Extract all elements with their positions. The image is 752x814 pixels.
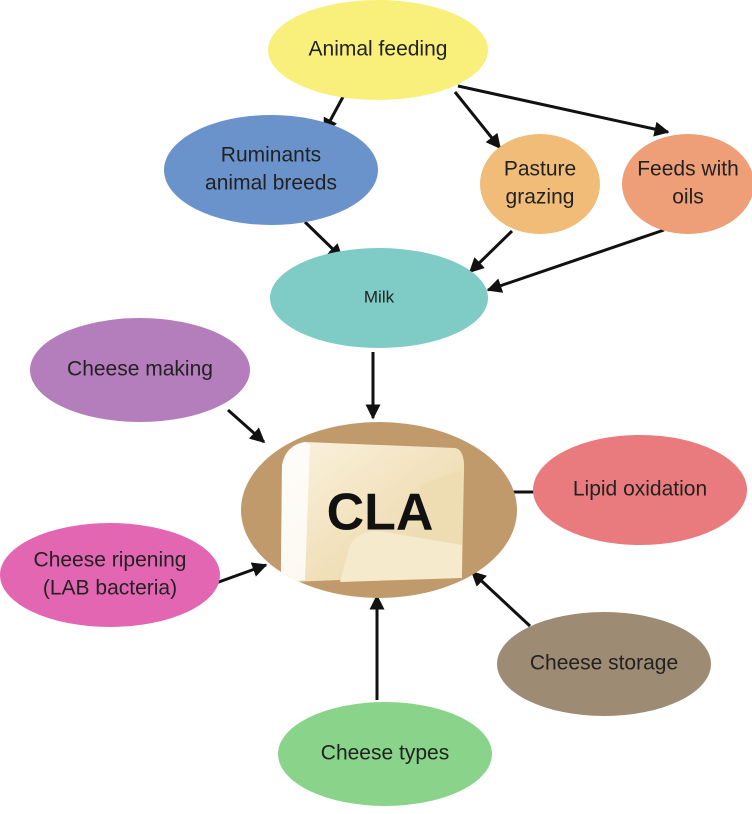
cheese-block-left-face <box>280 442 310 582</box>
ruminants-label: Ruminants <box>221 144 321 167</box>
ruminants-label: animal breeds <box>205 172 337 195</box>
cheese-types-ellipse <box>278 702 492 806</box>
ruminants-ellipse <box>164 115 378 225</box>
cheese-storage-ellipse <box>497 612 711 716</box>
cheese-ripening-label: (LAB bacteria) <box>43 577 177 600</box>
edges-layer <box>215 84 670 700</box>
arrow-animal-feeding-to-pasture <box>453 91 502 150</box>
cheese-ripening-label: Cheese ripening <box>34 549 187 572</box>
cheese-making-label: Cheese making <box>67 358 213 381</box>
arrow-cheese-ripening-to-cla <box>215 562 268 585</box>
arrow-feeds-oils-to-milk <box>486 228 665 293</box>
cla-label: CLA <box>327 484 434 542</box>
pasture-ellipse <box>480 134 600 234</box>
feeds-oils-label: Feeds with <box>637 158 739 181</box>
cheese-types-label: Cheese types <box>321 742 449 765</box>
node-animal-feeding: Animal feeding <box>268 0 488 100</box>
animal-feeding-label: Animal feeding <box>309 38 448 61</box>
cheese-making-ellipse <box>30 318 250 422</box>
feeds-oils-ellipse <box>622 134 752 234</box>
arrow-ruminants-to-milk <box>303 220 344 260</box>
feeds-oils-label: oils <box>672 186 704 209</box>
arrow-pasture-to-milk <box>468 229 514 274</box>
lipid-oxidation-ellipse <box>533 435 747 545</box>
node-lipid-oxidation: Lipid oxidation <box>533 435 747 545</box>
node-pasture: Pasture grazing <box>480 134 600 234</box>
cheese-wedge-bottom <box>340 531 462 582</box>
milk-ellipse <box>270 248 488 348</box>
lipid-oxidation-label: Lipid oxidation <box>573 478 707 501</box>
node-cheese-storage: Cheese storage <box>497 612 711 716</box>
pasture-label: grazing <box>506 186 575 209</box>
node-cheese-ripening: Cheese ripening (LAB bacteria) <box>0 523 220 627</box>
node-cheese-making: Cheese making <box>30 318 250 422</box>
arrow-cheese-making-to-cla <box>227 408 266 444</box>
node-cheese-types: Cheese types <box>278 702 492 806</box>
cheese-storage-label: Cheese storage <box>530 652 678 675</box>
animal-feeding-ellipse <box>268 0 488 100</box>
milk-label: Milk <box>364 287 395 306</box>
node-feeds-oils: Feeds with oils <box>622 134 752 234</box>
cheese-ripening-ellipse <box>0 523 220 627</box>
pasture-label: Pasture <box>504 158 576 181</box>
arrow-cheese-storage-to-cla <box>470 570 532 628</box>
node-milk: Milk <box>270 248 488 348</box>
node-ruminants: Ruminants animal breeds <box>164 115 378 225</box>
node-cla: CLA <box>241 422 517 598</box>
cheese-image <box>280 442 465 582</box>
arrow-animal-feeding-to-feeds-oils <box>457 84 670 137</box>
